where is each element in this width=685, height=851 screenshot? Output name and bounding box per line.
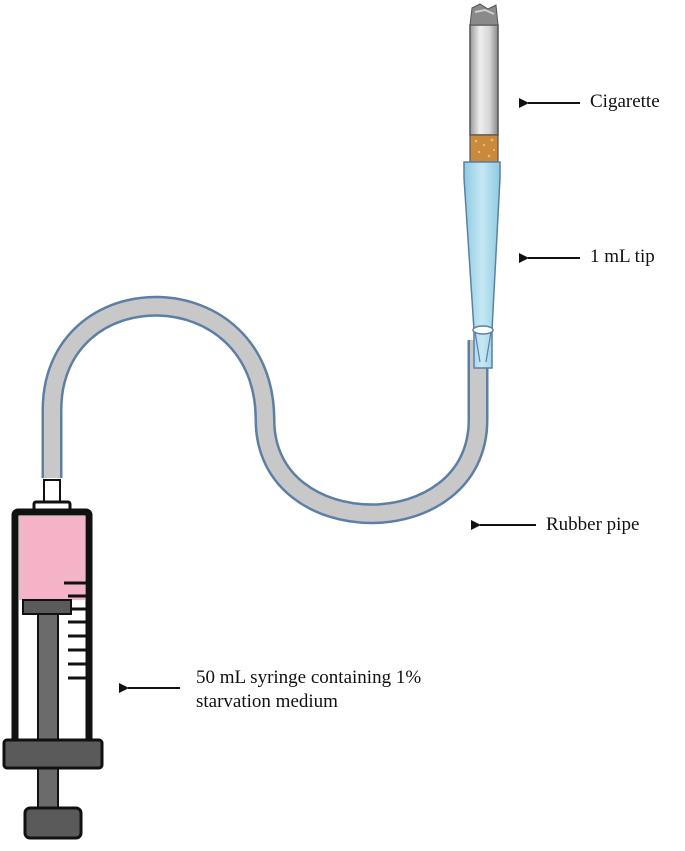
syringe-medium — [19, 516, 85, 600]
tip-label: 1 mL tip — [590, 246, 655, 267]
cigarette-paper — [469, 24, 499, 136]
syringe-label-line-1: 50 mL syringe containing 1% — [196, 667, 422, 688]
pipette-tip-body — [463, 161, 501, 369]
syringe — [2, 479, 104, 840]
syringe-graduations — [64, 581, 86, 680]
cigarette-filter — [469, 134, 499, 163]
callout-arrows — [119, 98, 580, 693]
cigarette-ash — [469, 3, 499, 26]
syringe-finger-flange — [2, 738, 104, 770]
plunger-thumb-rest — [23, 806, 83, 840]
filter-speckles — [474, 138, 496, 158]
rubber-pipe-body — [44, 298, 486, 522]
plunger-rod — [37, 613, 59, 809]
pipette-tip — [463, 161, 501, 369]
rubber-pipe — [41, 295, 489, 525]
pipette-tip-collar — [472, 325, 494, 335]
rubber-pipe-label: Rubber pipe — [546, 514, 640, 535]
cigarette — [469, 3, 499, 163]
syringe-label: 50 mL syringe containing 1% starvation m… — [196, 666, 421, 714]
cigarette-label: Cigarette — [590, 91, 660, 112]
syringe-label-line-2: starvation medium — [196, 691, 338, 712]
plunger-stopper — [22, 599, 72, 615]
